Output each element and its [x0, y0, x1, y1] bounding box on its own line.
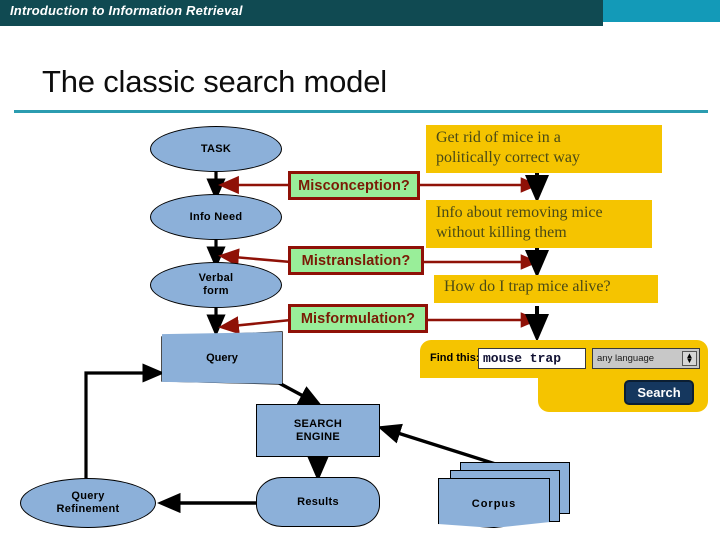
box-mistranslation-label: Mistranslation?: [301, 252, 411, 269]
header-bar: Introduction to Information Retrieval: [0, 0, 720, 26]
chevron-down-icon: ▼: [685, 355, 694, 365]
node-query-refinement-label: Query Refinement: [57, 490, 120, 515]
node-info-need[interactable]: Info Need: [150, 194, 282, 240]
node-query-refinement[interactable]: Query Refinement: [20, 478, 156, 528]
chevron-updown-icon[interactable]: ▲ ▼: [682, 351, 697, 366]
box-misconception[interactable]: Misconception?: [288, 171, 420, 200]
node-corpus-label: Corpus: [471, 498, 517, 510]
node-results[interactable]: Results: [256, 477, 380, 527]
box-verbal-form-example: How do I trap mice alive?: [434, 275, 658, 303]
node-query-refinement-line1: Query: [71, 490, 105, 503]
box-task-example-line2: politically correct way: [436, 149, 580, 167]
box-misconception-label: Misconception?: [298, 177, 410, 194]
node-search-engine-line1: SEARCH: [293, 417, 343, 430]
header-light-band: [603, 0, 720, 22]
node-query-label: Query: [206, 352, 238, 364]
find-this-label: Find this:: [430, 352, 480, 364]
box-verbal-form-example-line1: How do I trap mice alive?: [444, 278, 611, 295]
box-misformulation-label: Misformulation?: [300, 310, 416, 327]
box-info-need-example-line1: Info about removing mice: [436, 204, 603, 221]
node-search-engine-label: SEARCH ENGINE: [294, 418, 342, 443]
box-task-example: Get rid of mice in a politically correct…: [426, 125, 662, 173]
box-misformulation[interactable]: Misformulation?: [288, 304, 428, 333]
box-mistranslation[interactable]: Mistranslation?: [288, 246, 424, 275]
node-task-label: TASK: [200, 142, 232, 155]
node-search-engine[interactable]: SEARCH ENGINE: [256, 404, 380, 457]
search-input[interactable]: mouse trap: [478, 348, 586, 369]
node-verbal-form-label: Verbal form: [199, 272, 234, 297]
node-results-label: Results: [297, 495, 339, 508]
header-dark-band: [0, 0, 603, 26]
language-select[interactable]: any language ▲ ▼: [592, 348, 700, 369]
node-verbal-form-line2: form: [203, 285, 229, 297]
node-search-engine-line2: ENGINE: [296, 430, 340, 443]
node-info-need-label: Info Need: [189, 210, 243, 223]
chevron-up-icon: ▲: [685, 351, 694, 361]
node-verbal-form[interactable]: Verbal form: [150, 262, 282, 308]
language-select-value: any language: [597, 353, 655, 364]
box-task-example-line1: Get rid of mice in a: [436, 129, 561, 146]
course-title: Introduction to Information Retrieval: [10, 3, 243, 18]
corpus-sheet-front[interactable]: [438, 478, 550, 528]
node-task[interactable]: TASK: [150, 126, 282, 172]
box-info-need-example-line2: without killing them: [436, 224, 567, 242]
page-title: The classic search model: [42, 64, 387, 99]
node-query-refinement-line2: Refinement: [56, 503, 120, 515]
box-info-need-example: Info about removing mice without killing…: [426, 200, 652, 248]
search-widget: Find this: mouse trap any language ▲ ▼ S…: [420, 340, 708, 412]
title-underline-rule: [14, 110, 708, 113]
node-query[interactable]: Query: [162, 332, 282, 384]
node-verbal-form-line1: Verbal: [198, 272, 234, 285]
search-button[interactable]: Search: [624, 380, 694, 405]
